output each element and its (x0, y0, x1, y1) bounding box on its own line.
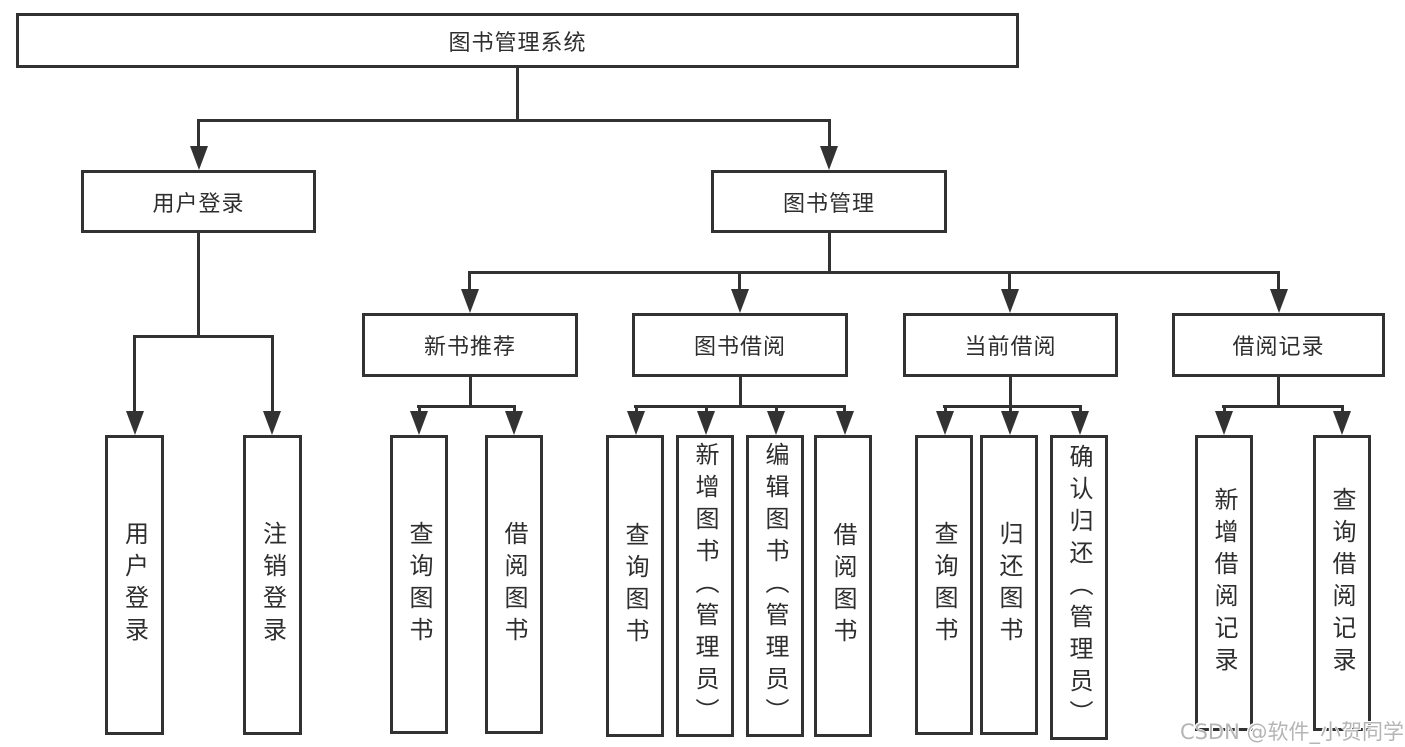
leaf-user-login: 用户登录 (105, 435, 164, 735)
node-borrow-records-label: 借阅记录 (1232, 335, 1325, 360)
leaf-user-login-label: 用户登录 (120, 521, 149, 649)
connector-book-borrow-drop-1 (635, 405, 638, 413)
leaf-newbook-borrow-books: 借阅图书 (485, 435, 543, 734)
leaf-newbook-borrow-books-label: 借阅图书 (500, 520, 528, 649)
leaf-newbook-query-books-label: 查询图书 (405, 520, 433, 649)
leaf-records-add-record: 新增借阅记录 (1195, 435, 1253, 731)
leaf-borrow-borrow-books: 借阅图书 (814, 435, 872, 737)
connector-book-borrow-drop-2 (705, 405, 708, 413)
leaf-borrow-edit-books-admin-label: 编辑图书（管理员） (761, 442, 789, 730)
leaf-borrow-edit-books-admin: 编辑图书（管理员） (746, 435, 804, 737)
arrowhead-book-management (820, 146, 838, 170)
arrowhead-leaf-user-login (126, 411, 144, 435)
connector-new-book-bus (417, 405, 516, 408)
connector-new-book-stem (469, 375, 472, 407)
connector-user-login-drop-1 (133, 335, 136, 413)
connector-book-mgmt-stem (828, 231, 831, 273)
connector-book-mgmt-drop-1 (468, 271, 471, 291)
leaf-borrow-query-books: 查询图书 (606, 435, 664, 737)
node-library-system-label: 图书管理系统 (448, 30, 587, 56)
arrowhead-user-login (190, 146, 208, 170)
node-book-borrow: 图书借阅 (632, 313, 848, 377)
arrowhead-book-borrow (731, 289, 749, 313)
arrowhead-nb-borrow-books (505, 411, 523, 435)
connector-borrow-records-bus (1222, 405, 1344, 408)
leaf-borrow-borrow-books-label: 借阅图书 (829, 522, 857, 650)
arrowhead-bb-edit-books (767, 411, 785, 435)
watermark: CSDN @软件_小贺同学 (1179, 720, 1404, 744)
arrowhead-current-borrow (1001, 289, 1019, 313)
node-library-system: 图书管理系统 (16, 13, 1019, 68)
connector-current-borrow-drop-3 (1079, 405, 1082, 413)
connector-new-book-drop-2 (513, 405, 516, 413)
leaf-records-query-record-label: 查询借阅记录 (1328, 487, 1356, 679)
node-new-book-recommend: 新书推荐 (362, 313, 578, 377)
arrowhead-bb-borrow-books (836, 411, 854, 435)
leaf-logout-login: 注销登录 (243, 435, 302, 735)
leaf-records-query-record: 查询借阅记录 (1313, 435, 1371, 731)
connector-book-borrow-stem (739, 375, 742, 407)
arrowhead-nb-query-books (410, 411, 428, 435)
connector-user-login-bus (133, 335, 274, 338)
connector-book-mgmt-drop-3 (1008, 271, 1011, 291)
node-current-borrow: 当前借阅 (903, 313, 1118, 377)
node-borrow-records: 借阅记录 (1172, 313, 1385, 377)
connector-root-drop-left (197, 119, 200, 149)
connector-current-borrow-drop-2 (1009, 405, 1012, 413)
connector-root-bus (197, 119, 831, 122)
connector-book-borrow-bus (634, 405, 846, 408)
connector-current-borrow-stem (1009, 375, 1012, 407)
leaf-borrow-add-books-admin: 新增图书（管理员） (676, 435, 734, 737)
leaf-newbook-query-books: 查询图书 (390, 435, 448, 734)
leaf-current-return-books-label: 归还图书 (995, 521, 1023, 649)
leaf-borrow-add-books-admin-label: 新增图书（管理员） (691, 442, 719, 730)
connector-current-borrow-drop-1 (944, 405, 947, 413)
arrowhead-bb-add-books (697, 411, 715, 435)
node-book-management-label: 图书管理 (782, 191, 875, 217)
connector-borrow-records-stem (1277, 375, 1280, 407)
leaf-borrow-query-books-label: 查询图书 (621, 522, 649, 650)
arrowhead-br-query-record (1333, 411, 1351, 435)
leaf-current-query-books: 查询图书 (915, 435, 973, 735)
node-current-borrow-label: 当前借阅 (964, 335, 1057, 360)
connector-root-stem (516, 66, 519, 120)
connector-user-login-stem (197, 231, 200, 337)
leaf-current-query-books-label: 查询图书 (930, 521, 958, 649)
leaf-records-add-record-label: 新增借阅记录 (1210, 487, 1238, 679)
arrowhead-cb-query-books (936, 411, 954, 435)
connector-borrow-records-drop-1 (1223, 405, 1226, 413)
connector-book-mgmt-drop-2 (738, 271, 741, 291)
node-book-management: 图书管理 (711, 170, 947, 233)
node-user-login-label: 用户登录 (152, 191, 245, 217)
arrowhead-new-book-recommend (461, 289, 479, 313)
leaf-current-confirm-return-admin-label: 确认归还（管理员） (1065, 443, 1093, 732)
connector-current-borrow-bus (943, 405, 1082, 408)
arrowhead-borrow-records (1270, 289, 1288, 313)
connector-book-mgmt-bus (468, 271, 1280, 274)
arrowhead-br-add-record (1215, 411, 1233, 435)
node-user-login: 用户登录 (81, 170, 316, 233)
arrowhead-cb-confirm-return (1071, 411, 1089, 435)
arrowhead-bb-query-books (627, 411, 645, 435)
connector-book-borrow-drop-3 (775, 405, 778, 413)
node-new-book-recommend-label: 新书推荐 (423, 335, 516, 360)
leaf-current-confirm-return-admin: 确认归还（管理员） (1050, 435, 1108, 740)
leaf-current-return-books: 归还图书 (980, 435, 1038, 735)
connector-user-login-drop-2 (271, 335, 274, 413)
arrowhead-cb-return-books (1001, 411, 1019, 435)
connector-new-book-drop-1 (418, 405, 421, 413)
connector-book-mgmt-drop-4 (1277, 271, 1280, 291)
connector-borrow-records-drop-2 (1341, 405, 1344, 413)
arrowhead-leaf-logout (263, 411, 281, 435)
node-book-borrow-label: 图书借阅 (693, 335, 786, 360)
connector-book-borrow-drop-4 (843, 405, 846, 413)
connector-root-drop-right (828, 119, 831, 149)
leaf-logout-login-label: 注销登录 (258, 521, 287, 649)
